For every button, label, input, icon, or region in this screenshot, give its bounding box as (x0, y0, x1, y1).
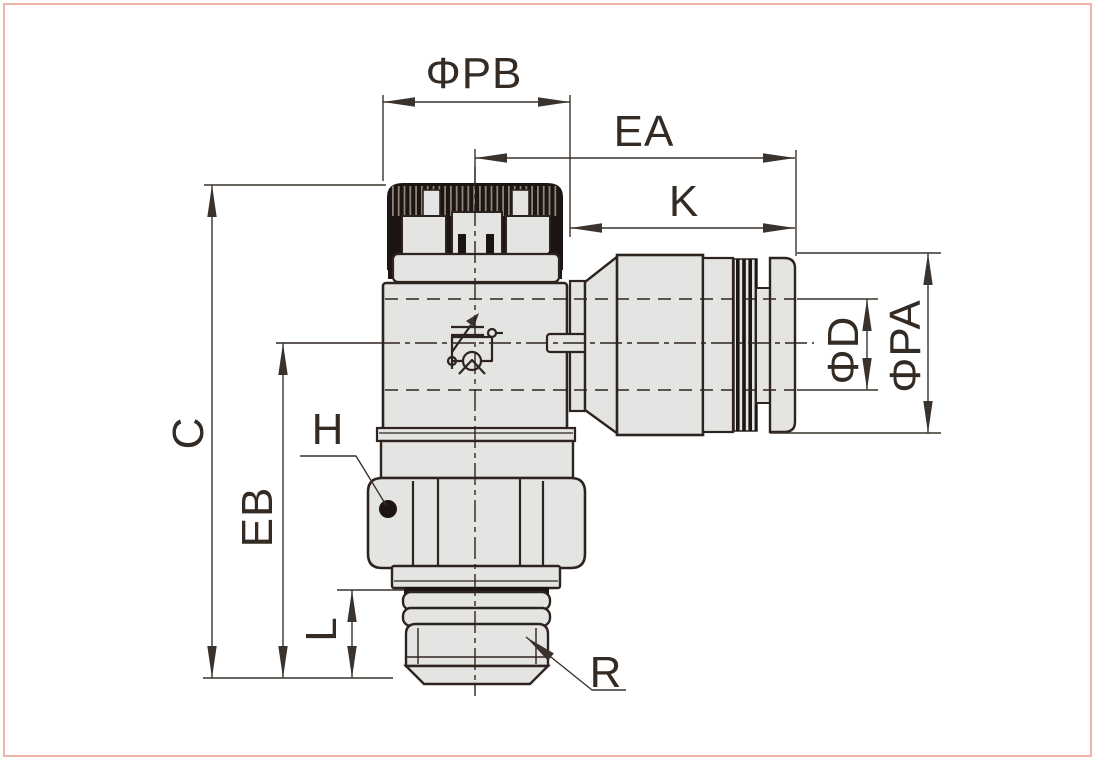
knob-skirt (391, 252, 561, 284)
dim-label-phi-d: ΦD (819, 316, 868, 385)
fitting-step (701, 256, 735, 434)
sealing-washer (390, 564, 562, 590)
dim-label-phi-pa: ΦPA (881, 299, 930, 393)
adjustment-knob (387, 183, 563, 284)
dim-label-k: K (669, 177, 699, 226)
thread (401, 590, 552, 686)
dimension-c: C (164, 184, 393, 679)
dim-label-ea: EA (614, 107, 675, 156)
flow-control-symbol (446, 313, 503, 375)
hidden-lines (385, 298, 796, 391)
dim-label-h: H (312, 405, 345, 454)
dim-label-c: C (164, 417, 213, 450)
fitting-cylinder (615, 253, 705, 437)
callout-r: R (525, 636, 626, 697)
release-collar (768, 256, 797, 434)
hex-nut (366, 476, 587, 570)
dim-label-l: L (297, 616, 346, 641)
dimension-eb: EB (233, 343, 288, 678)
dimension-phi-d: ΦD (797, 298, 878, 391)
neck-cylinder (379, 439, 575, 480)
dimension-k: K (570, 177, 795, 233)
hex-flat-marker-dot (379, 500, 397, 518)
dim-label-eb: EB (233, 487, 282, 548)
locking-rings (733, 258, 758, 432)
callout-h: H (300, 405, 387, 506)
dim-label-phi-pb: ΦPB (426, 49, 523, 98)
dim-label-r: R (590, 648, 623, 697)
needle-arrow (451, 324, 472, 353)
dimension-ea: EA (474, 107, 797, 256)
dimension-l: L (297, 589, 405, 678)
lower-stack (366, 426, 587, 686)
body-collar (375, 426, 577, 443)
push-in-fitting (545, 253, 797, 437)
dimension-phi-pb: ΦPB (382, 49, 571, 237)
fitting-cone (583, 253, 620, 437)
center-lines (276, 167, 814, 696)
dimension-phi-pa: ΦPA (770, 252, 941, 434)
